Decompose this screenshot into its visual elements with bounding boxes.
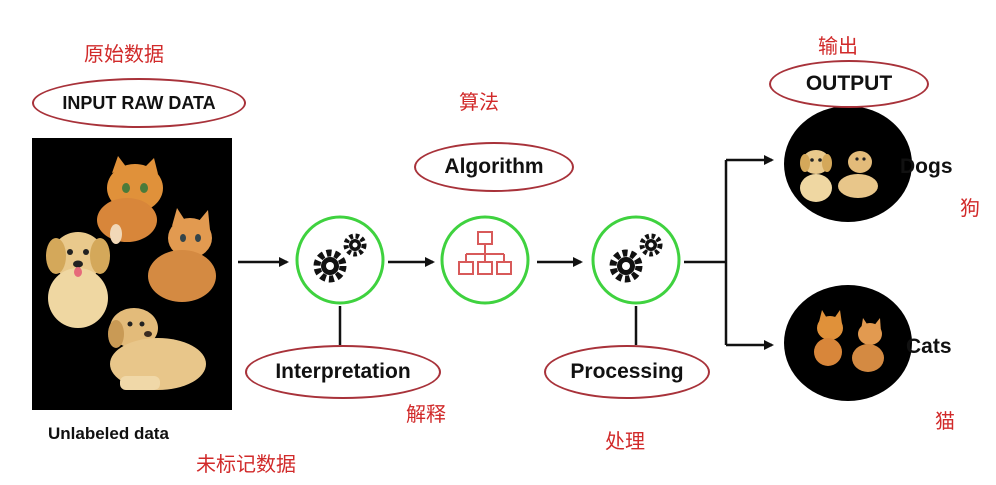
- algorithm-oval: Algorithm: [414, 142, 574, 192]
- flowchart-icon: [458, 231, 512, 275]
- cats-photo: [814, 310, 884, 372]
- kitten-photo: [97, 156, 163, 244]
- interpretation-label: Interpretation: [275, 360, 411, 383]
- labrador-photo: [108, 308, 206, 390]
- puppy-photo: [46, 232, 110, 328]
- animal-photos: [46, 156, 216, 390]
- gears-icon: [609, 249, 643, 283]
- cats-label: Cats: [906, 335, 952, 358]
- unlabeled-data-panel: [32, 138, 232, 410]
- output-cn-label: 输出: [818, 34, 858, 58]
- cats-output-circle: [784, 285, 912, 401]
- unlabeled-data-label: Unlabeled data: [48, 424, 169, 443]
- processing-cn-label: 处理: [605, 429, 645, 453]
- gears-icon: [313, 249, 347, 283]
- input-raw-data-label: INPUT RAW DATA: [62, 92, 216, 113]
- interpretation-cn-label: 解释: [406, 402, 446, 426]
- output-oval: OUTPUT: [769, 60, 929, 108]
- raw-data-cn-label: 原始数据: [84, 42, 164, 66]
- cat-photo: [148, 208, 216, 302]
- interpretation-oval: Interpretation: [245, 345, 441, 399]
- processing-oval: Processing: [544, 345, 710, 399]
- dogs-photo: [800, 150, 878, 202]
- input-raw-data-oval: INPUT RAW DATA: [32, 78, 246, 128]
- unlabeled-data-cn-label: 未标记数据: [196, 452, 296, 476]
- dogs-label: Dogs: [900, 155, 953, 178]
- output-label: OUTPUT: [805, 72, 893, 95]
- processing-label: Processing: [570, 360, 684, 383]
- gears-icon-small: [639, 233, 663, 257]
- cats-cn-label: 猫: [935, 409, 955, 433]
- algorithm-label: Algorithm: [444, 155, 544, 178]
- dogs-cn-label: 狗: [960, 196, 980, 220]
- gears-icon-small: [343, 233, 367, 257]
- algorithm-cn-label: 算法: [459, 90, 499, 114]
